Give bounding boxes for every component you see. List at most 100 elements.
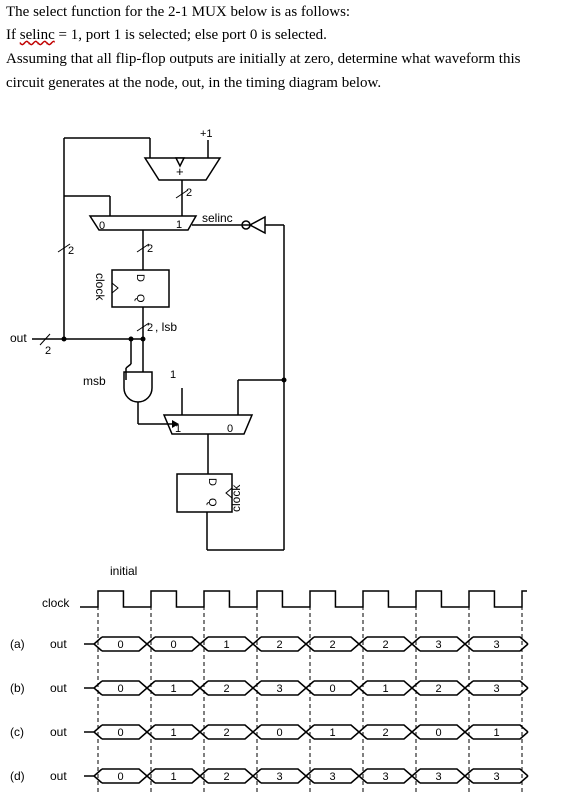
bus-segment: [367, 768, 413, 784]
bus-slash: [175, 189, 189, 199]
initial-label: initial: [110, 564, 137, 578]
selinc-register-d-pin: D: [206, 478, 218, 486]
bus-segment: [155, 768, 201, 784]
junction-dot: [61, 336, 67, 342]
bus-segment: [208, 768, 254, 784]
bus-value: 2: [435, 683, 441, 695]
counter-register: [111, 269, 170, 308]
bus-segment: [420, 636, 466, 652]
bus-value: 0: [117, 639, 123, 651]
bus-transition: [305, 680, 315, 696]
selinc-term: selinc: [19, 27, 55, 43]
mux-input-one-label: 1: [170, 369, 176, 381]
bus-value: 3: [435, 639, 441, 651]
bus-transition: [305, 768, 315, 784]
option-id: (c): [10, 725, 24, 739]
bus-segment: [155, 680, 201, 696]
out-bus-width: 2: [45, 345, 51, 357]
adder: [143, 157, 222, 181]
bus-segment: [102, 724, 148, 740]
question-line-3: Assuming that all flip-flop outputs are …: [6, 51, 521, 67]
bus-value: 1: [223, 639, 229, 651]
bus-value: 0: [117, 771, 123, 783]
bus-segment: [102, 680, 148, 696]
bus-segment: [155, 636, 201, 652]
bus-segment: [261, 724, 307, 740]
bus-transition: [199, 724, 209, 740]
option-signal-label: out: [50, 769, 67, 783]
bus-value: 3: [329, 771, 335, 783]
question-line-2: If selinc = 1, port 1 is selected; else …: [6, 27, 327, 44]
bus-segment: [155, 724, 201, 740]
bus-segment: [261, 636, 307, 652]
bus-transition: [146, 724, 156, 740]
bus-lead-in: [84, 680, 103, 696]
bus-segment: [314, 636, 360, 652]
bus-transition: [146, 636, 156, 652]
out-label: out: [10, 331, 27, 345]
adder-plus-symbol: +: [176, 164, 184, 179]
left-bus-width: 2: [68, 245, 74, 257]
bus-transition: [464, 680, 474, 696]
bus-segment: [473, 768, 529, 784]
msb-label: msb: [83, 374, 106, 388]
clock-waveform: [80, 590, 527, 608]
increment-mux-port-1: 1: [176, 219, 182, 231]
bus-transition: [464, 768, 474, 784]
register-clock-marker: [111, 282, 119, 294]
selinc-register-clock-label: clock: [229, 484, 243, 512]
bus-transition: [199, 636, 209, 652]
bus-transition: [411, 724, 421, 740]
bus-transition: [358, 636, 368, 652]
bus-slash: [57, 243, 71, 253]
inverter-bubble: [241, 220, 251, 230]
selinc-label: selinc: [202, 211, 233, 225]
option-signal-label: out: [50, 681, 67, 695]
bus-slash: [136, 243, 150, 253]
bus-segment: [420, 724, 466, 740]
register-bus-width: 2: [147, 243, 153, 255]
bus-transition: [199, 680, 209, 696]
selinc-register-q-pin: Q: [206, 498, 218, 507]
bus-segment: [261, 768, 307, 784]
option-id: (d): [10, 769, 25, 783]
bus-value: 2: [223, 771, 229, 783]
bus-transition: [305, 636, 315, 652]
bus-value: 0: [117, 727, 123, 739]
bus-transition: [252, 724, 262, 740]
bus-segment: [420, 680, 466, 696]
bus-transition: [358, 680, 368, 696]
bus-segment: [473, 636, 529, 652]
bus-value: 2: [223, 727, 229, 739]
bus-segment: [261, 680, 307, 696]
bus-segment: [473, 724, 529, 740]
bus-lead-in: [84, 768, 103, 784]
option-signal-label: out: [50, 725, 67, 739]
bus-segment: [367, 636, 413, 652]
register-d-pin: D: [134, 274, 146, 282]
bus-transition: [146, 768, 156, 784]
clock-edge-guides: [97, 606, 523, 792]
bus-value: 0: [170, 639, 176, 651]
junction-dot: [281, 377, 287, 383]
bus-value: 3: [493, 639, 499, 651]
bus-transition: [358, 724, 368, 740]
bus-transition: [464, 724, 474, 740]
bus-value: 3: [276, 683, 282, 695]
bus-value: 3: [493, 683, 499, 695]
question-line-1: The select function for the 2-1 MUX belo…: [6, 4, 351, 20]
bus-value: 1: [170, 683, 176, 695]
selinc-mux-port-1: 1: [175, 423, 181, 435]
bus-segment: [420, 768, 466, 784]
bus-value: 2: [223, 683, 229, 695]
bus-segment: [367, 724, 413, 740]
bus-value: 1: [170, 727, 176, 739]
selinc-register-clock-marker: [225, 487, 233, 499]
select-arrow: [172, 420, 179, 428]
